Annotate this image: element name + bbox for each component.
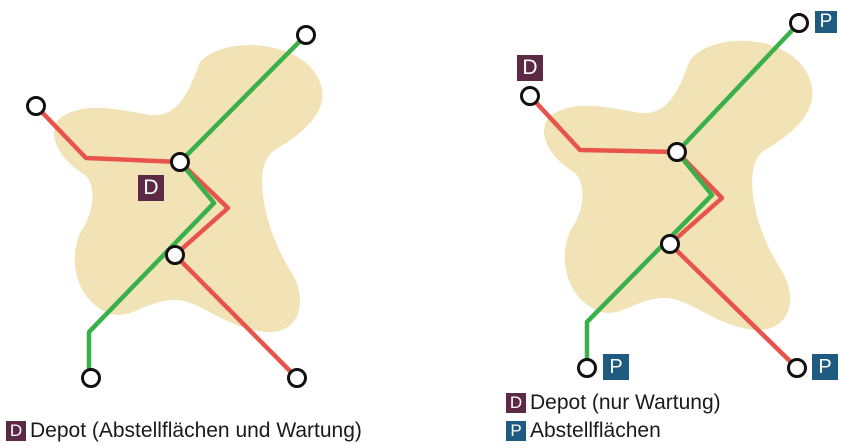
station-node (787, 358, 807, 378)
left-green-line (86, 33, 308, 378)
depot-legend-badge: D (506, 393, 526, 413)
parking-legend-badge: P (506, 421, 526, 441)
left-service-area (54, 44, 323, 333)
legend-depot-maintenance: D Depot (nur Wartung) (506, 391, 721, 415)
right-green-line (584, 21, 801, 368)
station-node (789, 13, 809, 33)
parking-badge: P (815, 11, 837, 33)
left-network (26, 25, 323, 388)
legend-parking: P Abstellflächen (506, 419, 661, 443)
right-red-line (528, 94, 799, 370)
station-node (287, 368, 307, 388)
station-node (81, 368, 101, 388)
legend-parking-label: Abstellflächen (530, 419, 661, 442)
station-node (296, 25, 316, 45)
station-node (577, 358, 597, 378)
right-network (520, 13, 813, 378)
legend-depot-full: D Depot (Abstellflächen und Wartung) (6, 419, 362, 443)
right-service-area (544, 40, 813, 331)
parking-badge: P (603, 354, 629, 380)
station-node (667, 142, 687, 162)
depot-badge: D (517, 55, 543, 81)
left-red-line (34, 104, 299, 380)
station-node (26, 96, 46, 116)
station-node (660, 234, 680, 254)
depot-badge: D (138, 175, 164, 201)
station-node (165, 245, 185, 265)
station-node (520, 86, 540, 106)
station-node (170, 152, 190, 172)
depot-legend-badge: D (6, 421, 26, 441)
legend-depot-full-label: Depot (Abstellflächen und Wartung) (30, 419, 362, 442)
parking-badge: P (812, 354, 838, 380)
legend-depot-maintenance-label: Depot (nur Wartung) (530, 391, 721, 414)
